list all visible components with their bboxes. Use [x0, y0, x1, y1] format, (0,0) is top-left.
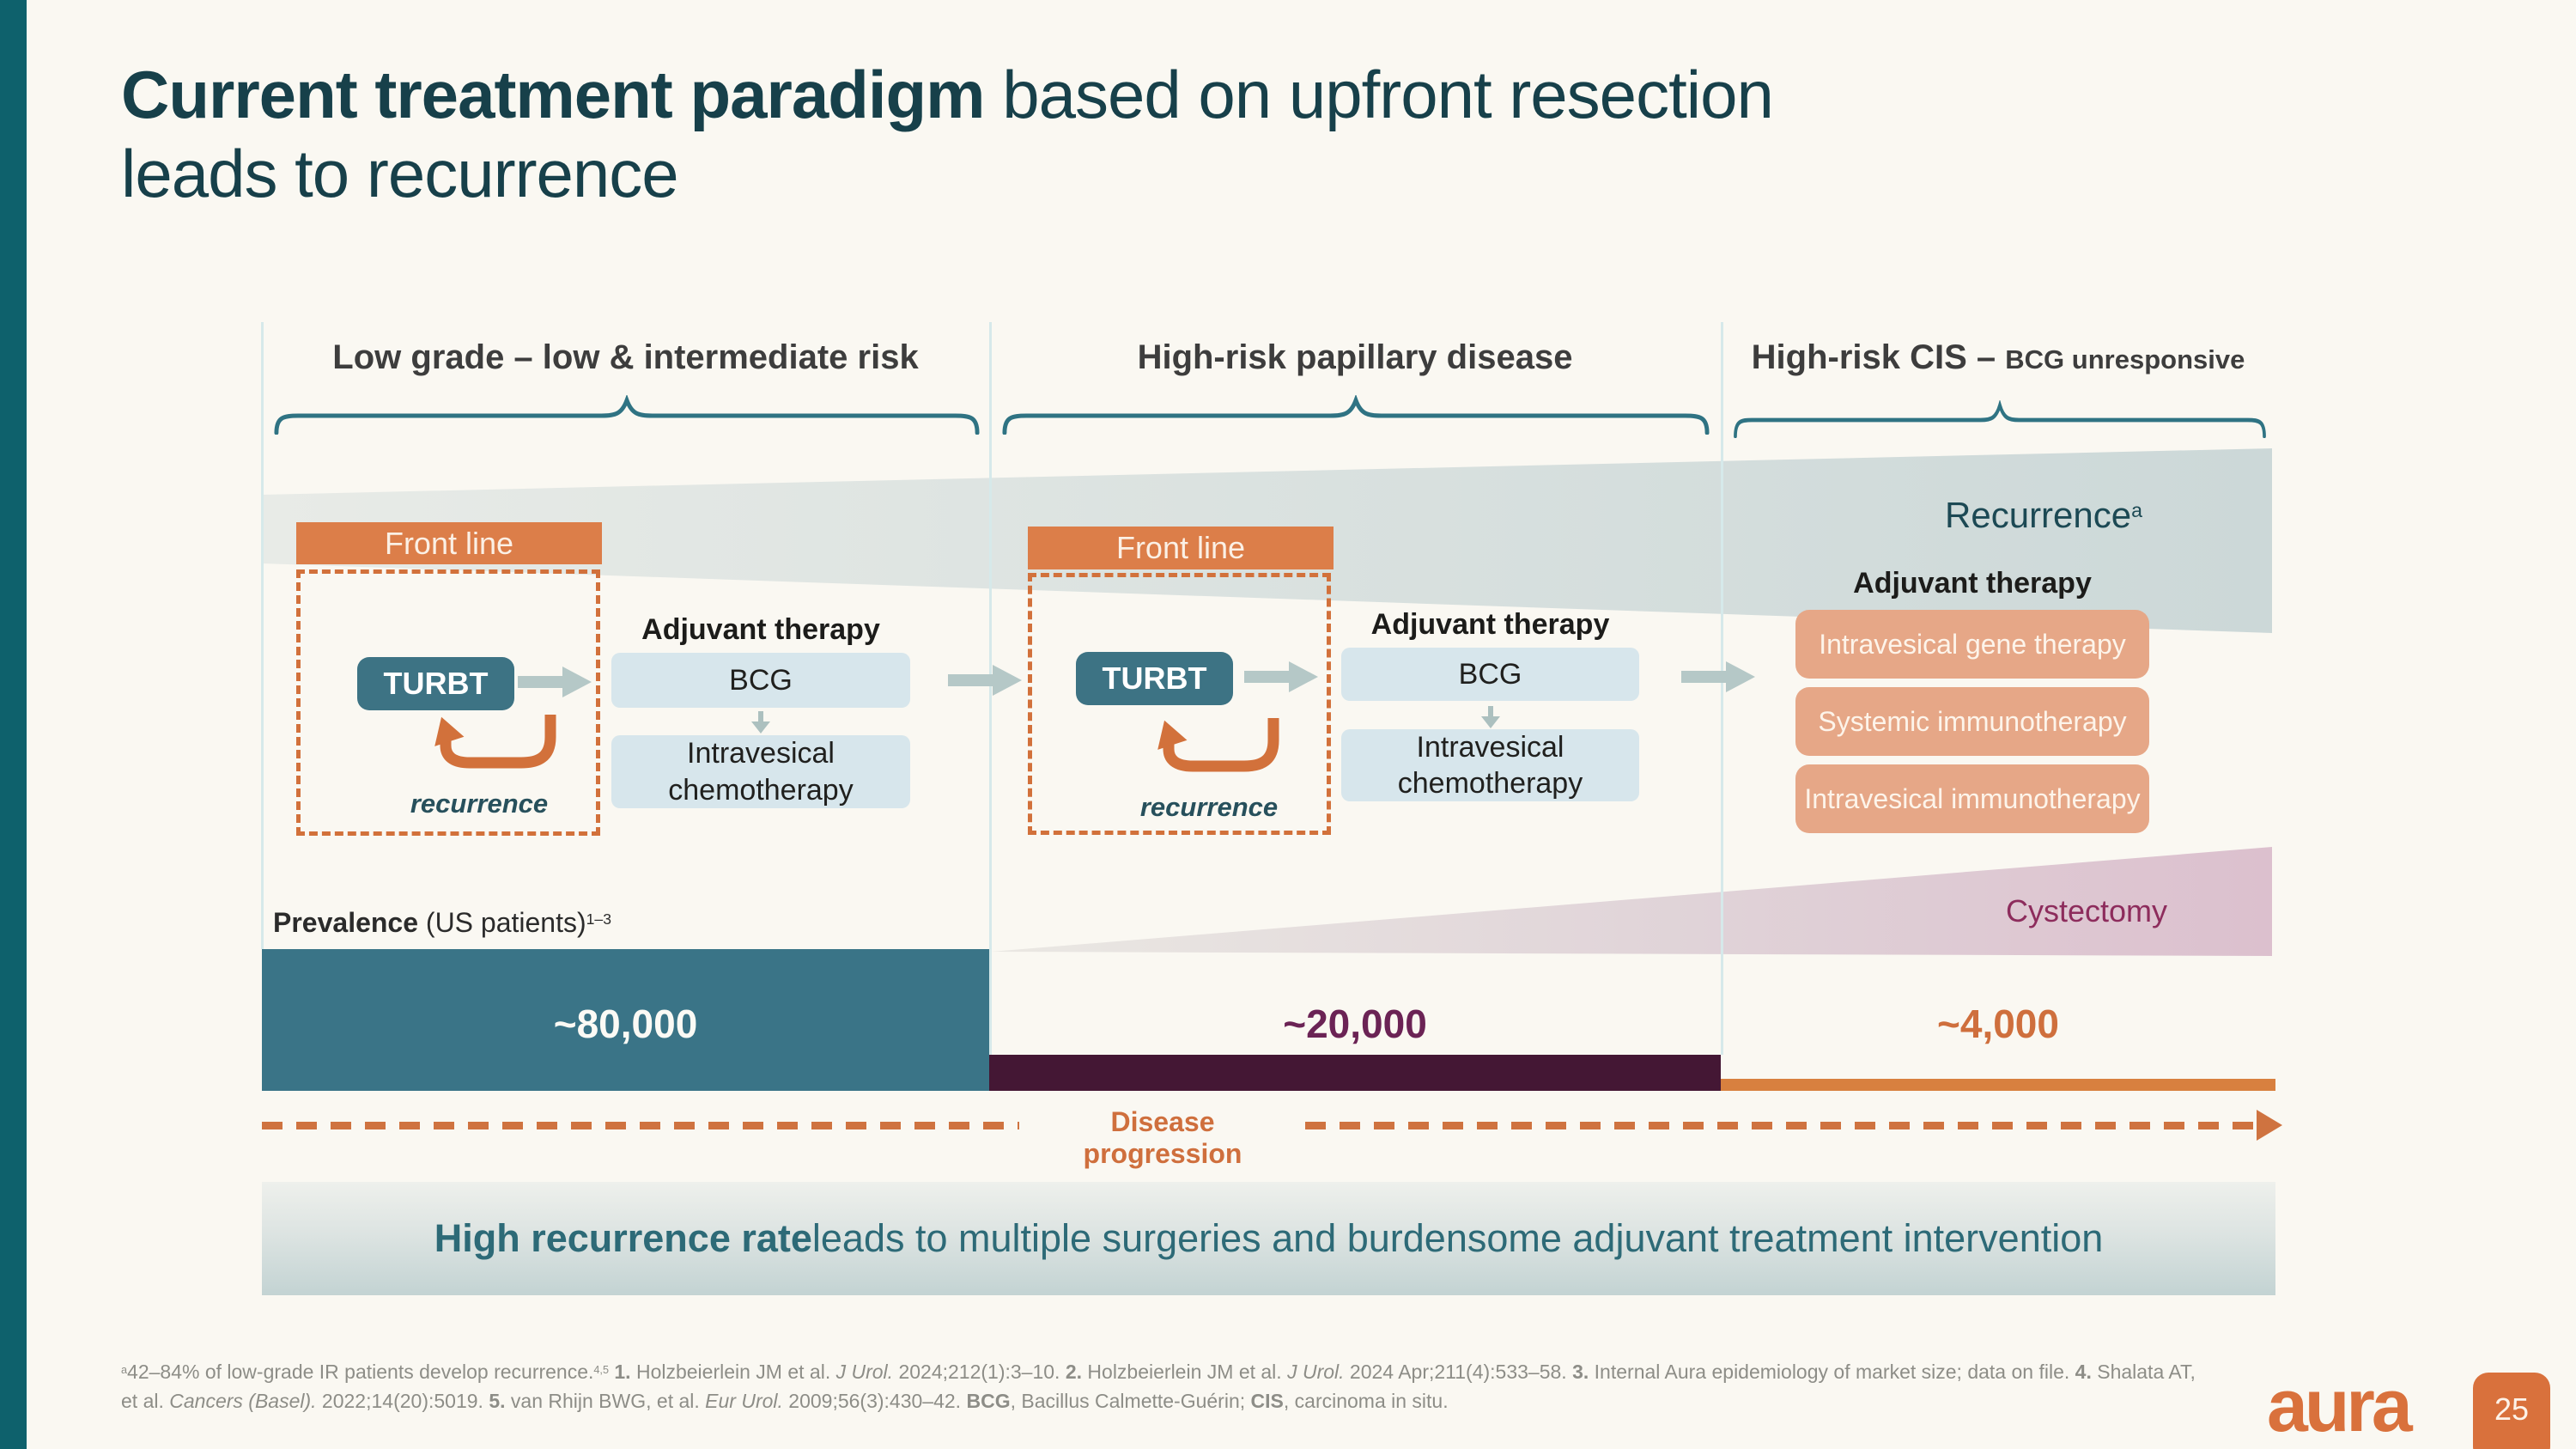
intravesical-chemotherapy-box: Intravesical chemotherapy [611, 735, 910, 808]
column-divider-middle [989, 322, 992, 1055]
recurrence-band-label: Recurrencea [1945, 495, 2142, 535]
prevalence-bar-low-grade [262, 949, 989, 1091]
key-message-banner: High recurrence rate leads to multiple s… [262, 1182, 2275, 1295]
flow-arrow-icon [518, 667, 592, 697]
front-line-dashed-box [1028, 573, 1331, 835]
prevalence-label: Prevalence (US patients)1–3 [273, 907, 611, 938]
aura-logo: aura [2267, 1365, 2413, 1447]
adjuvant-therapy-heading: Adjuvant therapy [1370, 608, 1610, 641]
disease-progression-dash-line [1305, 1122, 2257, 1129]
recurrence-loop-label: recurrence [410, 788, 549, 819]
turbt-box: TURBT [1076, 652, 1233, 705]
cystectomy-wedge [991, 847, 2272, 956]
down-arrow-icon [751, 711, 770, 734]
footnote-line-1: a42–84% of low-grade IR patients develop… [121, 1361, 2196, 1383]
recurrence-loop-icon [1157, 718, 1279, 772]
left-accent-bar [0, 0, 27, 1449]
flow-arrow-icon [1681, 661, 1755, 692]
intravesical-chemotherapy-box: Intravesical chemotherapy [1341, 729, 1639, 801]
disease-progression-arrowhead-icon [2257, 1110, 2282, 1141]
column-header-high-risk-papillary: High-risk papillary disease [1137, 338, 1573, 376]
prevalence-value: ~80,000 [553, 1002, 698, 1046]
recurrence-loop-label: recurrence [1139, 792, 1279, 822]
column-header-high-risk-cis: High-risk CIS – BCG unresponsive [1751, 338, 2245, 376]
slide-title: Current treatment paradigm based on upfr… [121, 57, 1774, 212]
systemic-immunotherapy-box: Systemic immunotherapy [1795, 687, 2149, 756]
disease-progression-dash-line [262, 1122, 1019, 1129]
footnote-line-2: et al. Cancers (Basel). 2022;14(20):5019… [121, 1390, 1449, 1412]
adjuvant-therapy-heading: Adjuvant therapy [641, 613, 880, 646]
prevalence-value: ~4,000 [1937, 1002, 2059, 1046]
prevalence-bar-cis [1721, 1079, 2275, 1091]
column-header-low-grade: Low grade – low & intermediate risk [332, 338, 919, 376]
intravesical-immunotherapy-box: Intravesical immunotherapy [1795, 764, 2149, 833]
brace-icon [1002, 395, 1710, 435]
page-number-badge: 25 [2473, 1373, 2550, 1449]
down-arrow-icon [1481, 706, 1500, 728]
adjuvant-therapy-heading: Adjuvant therapy [1853, 567, 2092, 600]
turbt-box: TURBT [357, 657, 514, 710]
brace-icon [1734, 400, 2266, 438]
brace-icon [274, 395, 980, 435]
disease-progression-label: Disease progression [1083, 1106, 1242, 1169]
bcg-box: BCG [1341, 648, 1639, 701]
prevalence-bar-papillary [989, 1055, 1721, 1091]
prevalence-value: ~20,000 [1283, 1002, 1427, 1046]
cystectomy-label: Cystectomy [2005, 893, 2168, 928]
front-line-dashed-box [296, 569, 600, 836]
flow-arrow-icon [948, 665, 1022, 696]
bcg-box: BCG [611, 653, 910, 708]
column-divider-right [1721, 322, 1723, 1055]
flow-arrow-icon [1244, 661, 1318, 692]
intravesical-gene-therapy-box: Intravesical gene therapy [1795, 610, 2149, 679]
front-line-banner: Front line [1028, 527, 1334, 569]
recurrence-loop-icon [434, 715, 556, 769]
front-line-banner: Front line [296, 522, 602, 564]
column-divider-left [261, 322, 264, 949]
